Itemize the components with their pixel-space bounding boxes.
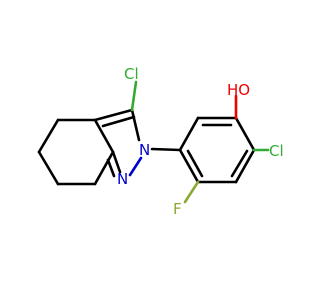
bond-c4-c5 bbox=[37, 118, 60, 154]
atom-cl-top: Cl bbox=[124, 65, 139, 83]
bond-n2-n1 bbox=[128, 156, 143, 177]
bond-b3-b4 bbox=[234, 116, 256, 152]
atom-cl-right: Cl bbox=[269, 142, 284, 160]
bond-c3a-c3 bbox=[93, 108, 134, 122]
bond-c-f bbox=[183, 180, 200, 204]
structure-svg: Cl N N F HO Cl bbox=[37, 65, 284, 218]
bond-b6-b1 bbox=[178, 148, 200, 184]
bond-b4-b5-double bbox=[230, 149, 249, 178]
bond-c7-c7a bbox=[93, 150, 115, 186]
bond-n2-aryl bbox=[150, 147, 182, 152]
bond-c3-cl bbox=[130, 80, 138, 112]
molecule-diagram: Cl N N F HO Cl bbox=[37, 65, 284, 218]
atom-n-low: N bbox=[117, 170, 128, 188]
bond-b1-b2 bbox=[178, 116, 200, 152]
bond-c7a-c3a bbox=[93, 118, 115, 154]
bond-c7a-n1-double bbox=[106, 158, 116, 178]
atom-f: F bbox=[173, 200, 182, 218]
bond-c3a-c3-double bbox=[101, 115, 136, 128]
bond-c3-n2 bbox=[130, 108, 141, 142]
bond-b6-b1-double bbox=[186, 149, 204, 178]
bond-c5-c6 bbox=[37, 150, 60, 186]
bond-c7a-n1 bbox=[111, 150, 122, 174]
bond-b4-b5 bbox=[234, 148, 256, 184]
atom-oh: HO bbox=[227, 81, 250, 99]
atom-n-ring: N bbox=[139, 141, 150, 159]
